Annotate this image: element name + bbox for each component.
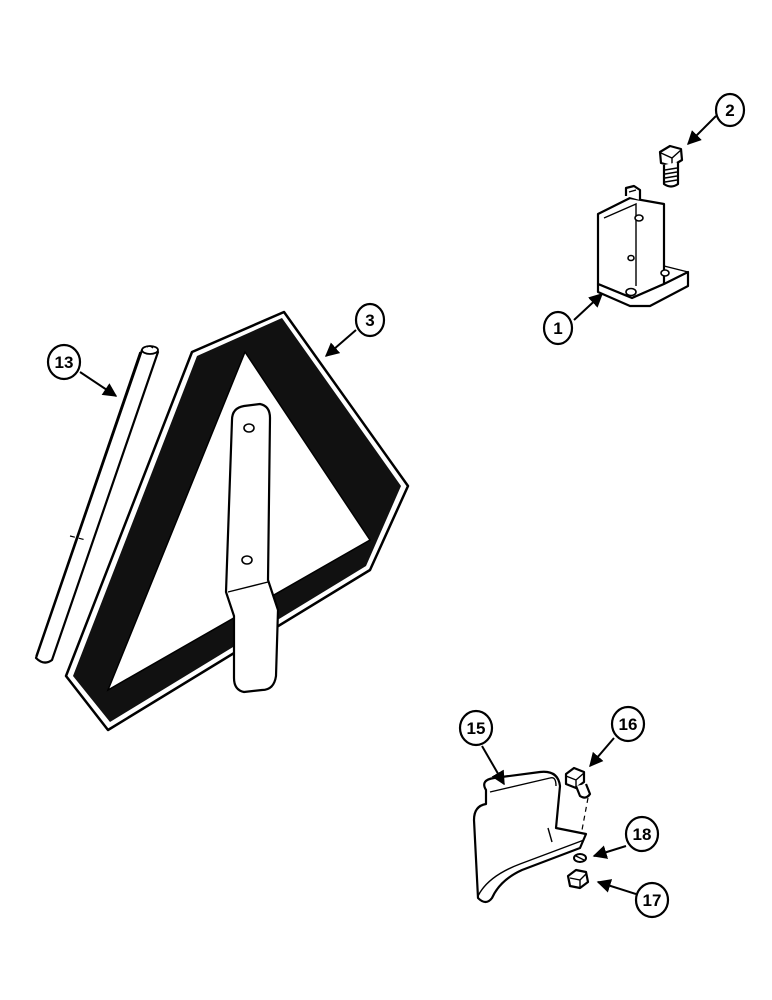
lock-washer-part-18: [573, 853, 587, 863]
nut-part-17: [566, 868, 590, 890]
callout-18: 18: [624, 815, 660, 853]
callout-17: 17: [634, 881, 670, 919]
svg-text:1: 1: [553, 319, 562, 338]
svg-text:3: 3: [365, 311, 374, 330]
callout-15: 15: [458, 709, 494, 747]
svg-text:2: 2: [725, 101, 734, 120]
svg-text:15: 15: [467, 719, 486, 738]
svg-text:13: 13: [55, 353, 74, 372]
bracket-part-1: [596, 184, 690, 308]
svg-text:18: 18: [633, 825, 652, 844]
bolt-part-16: [564, 766, 592, 831]
leader-lines: [79, 115, 717, 895]
rod-part-13: [34, 345, 160, 664]
svg-text:17: 17: [643, 891, 662, 910]
callout-13: 13: [46, 343, 82, 381]
callout-2: 2: [714, 92, 746, 128]
callout-1: 1: [542, 310, 574, 346]
svg-text:16: 16: [619, 715, 638, 734]
callout-3: 3: [354, 302, 386, 338]
smv-emblem-part-3: [64, 310, 410, 732]
bolt-part-2: [658, 144, 684, 188]
callout-16: 16: [610, 705, 646, 743]
